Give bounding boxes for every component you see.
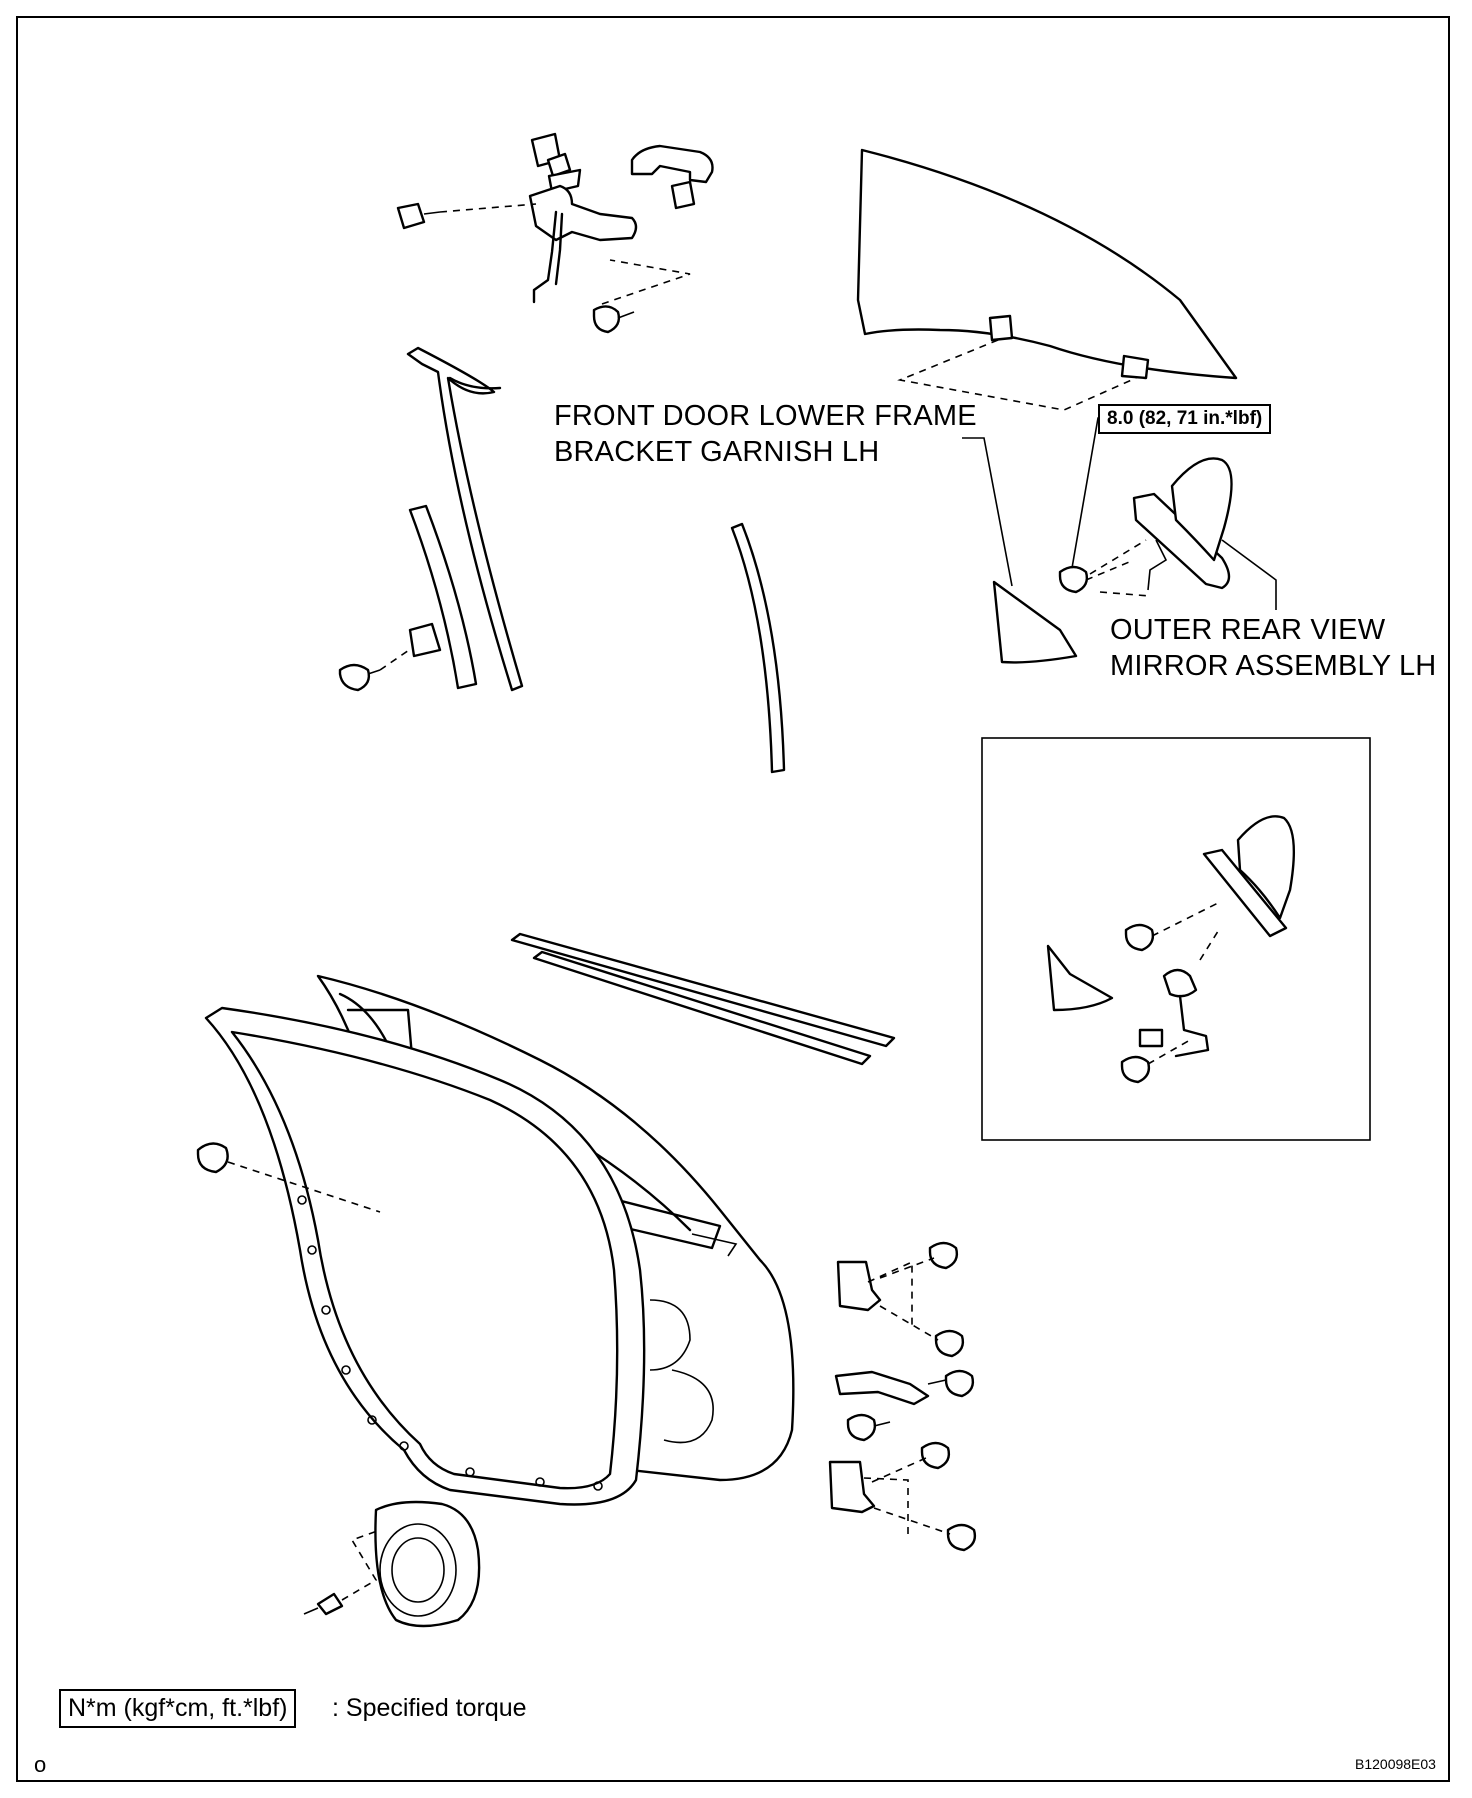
lower-frame-label-line-1: FRONT DOOR LOWER FRAME bbox=[554, 400, 977, 432]
belt-moulding-group bbox=[510, 932, 896, 1066]
hinge-group bbox=[828, 1241, 977, 1552]
diagram-frame bbox=[16, 16, 1450, 1782]
page-mark: o bbox=[34, 1752, 47, 1777]
torque-legend-description: : Specified torque bbox=[332, 1694, 527, 1722]
channel-bolt bbox=[338, 663, 371, 692]
glass-clip-2 bbox=[1120, 354, 1150, 380]
lower-frame-label-line-2: BRACKET GARNISH LH bbox=[554, 436, 880, 468]
lower-hinge-bolt-2 bbox=[946, 1523, 977, 1552]
inset-frame bbox=[981, 737, 1371, 1141]
inset-garnish bbox=[1046, 944, 1114, 1012]
inset-mirror-base bbox=[1202, 848, 1288, 938]
front-door-speaker bbox=[374, 1500, 481, 1628]
lower-frame-garnish-group bbox=[962, 437, 1078, 664]
outer-mirror-label: OUTER REAR VIEW MIRROR ASSEMBLY LH bbox=[1110, 612, 1436, 684]
torque-legend-box: N*m (kgf*cm, ft.*lbf) bbox=[59, 1689, 297, 1728]
lower-frame-garnish-label: FRONT DOOR LOWER FRAME BRACKET GARNISH L… bbox=[554, 398, 977, 470]
outer-mirror-group bbox=[1058, 417, 1277, 610]
inset-mirror-view bbox=[981, 737, 1371, 1141]
handle-bolt-2 bbox=[592, 305, 621, 334]
door-check-bolt-1 bbox=[944, 1369, 975, 1398]
inset-nut-2 bbox=[1120, 1055, 1151, 1084]
speaker-rivet bbox=[316, 1592, 344, 1616]
upper-hinge bbox=[836, 1260, 882, 1312]
upper-hinge-bolt-1 bbox=[928, 1241, 959, 1270]
belt-moulding-upper bbox=[510, 932, 896, 1048]
weatherstrip-clips bbox=[297, 1195, 603, 1491]
weatherstrip-clip-nut bbox=[196, 1142, 229, 1174]
figure-code: B120098E03 bbox=[1355, 1756, 1436, 1772]
mirror-label-line-1: OUTER REAR VIEW bbox=[1110, 614, 1386, 646]
weatherstrip-group bbox=[196, 1006, 646, 1506]
handle-cover bbox=[670, 180, 696, 210]
handle-screw-1 bbox=[396, 202, 426, 230]
door-glass-group bbox=[856, 148, 1238, 411]
mirror-base bbox=[1132, 492, 1231, 590]
lower-hinge-bolt-1 bbox=[920, 1441, 951, 1470]
outside-handle bbox=[630, 144, 714, 184]
door-glass-run bbox=[406, 346, 524, 692]
handle-frame bbox=[528, 184, 638, 242]
inset-nut-1 bbox=[1124, 923, 1155, 952]
door-weatherstrip bbox=[204, 1006, 646, 1506]
door-glass bbox=[856, 148, 1238, 380]
inset-wiring-grommet bbox=[1162, 968, 1198, 998]
belt-moulding-lower bbox=[532, 950, 872, 1066]
rear-lower-channel bbox=[730, 522, 786, 774]
outside-handle-group bbox=[396, 132, 714, 334]
glass-clip-1 bbox=[988, 314, 1014, 342]
upper-hinge-bolt-2 bbox=[934, 1329, 965, 1358]
mirror-label-line-2: MIRROR ASSEMBLY LH bbox=[1110, 650, 1437, 682]
mirror-nut bbox=[1058, 565, 1089, 594]
speaker-group bbox=[303, 1500, 481, 1628]
door-check bbox=[834, 1370, 930, 1406]
lower-frame-bracket-garnish bbox=[992, 580, 1078, 664]
mirror-housing bbox=[1170, 457, 1233, 562]
door-check-bolt-2 bbox=[846, 1413, 877, 1442]
inset-mirror-housing bbox=[1236, 815, 1295, 920]
lower-hinge bbox=[828, 1460, 876, 1514]
run-channel-group bbox=[338, 346, 786, 774]
front-lower-channel bbox=[408, 504, 478, 690]
torque-spec-box: 8.0 (82, 71 in.*lbf) bbox=[1098, 404, 1272, 434]
